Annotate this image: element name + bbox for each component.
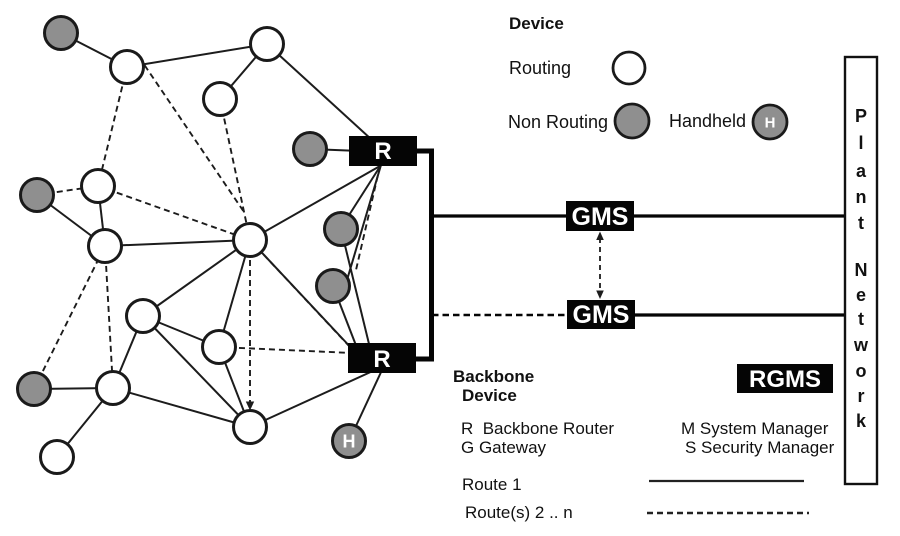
svg-text:Routing: Routing xyxy=(509,58,571,78)
svg-text:M System Manager: M System Manager xyxy=(681,419,829,438)
svg-text:R: R xyxy=(374,138,391,165)
svg-text:Handheld: Handheld xyxy=(669,111,746,131)
svg-text:Route 1: Route 1 xyxy=(462,475,522,494)
svg-text:R: R xyxy=(373,346,390,373)
svg-text:w: w xyxy=(853,335,869,355)
svg-text:n: n xyxy=(856,187,867,207)
svg-text:Backbone: Backbone xyxy=(453,367,534,386)
svg-text:Device: Device xyxy=(462,386,517,405)
svg-text:l: l xyxy=(858,133,863,153)
svg-text:P: P xyxy=(855,106,867,126)
svg-text:S Security Manager: S Security Manager xyxy=(685,438,835,457)
svg-text:Device: Device xyxy=(509,14,564,33)
svg-text:t: t xyxy=(858,309,864,329)
svg-text:RGMS: RGMS xyxy=(749,366,821,393)
svg-text:GMS: GMS xyxy=(573,301,630,329)
svg-text:Route(s) 2 .. n: Route(s) 2 .. n xyxy=(465,503,573,522)
svg-text:R Backbone Router: R Backbone Router xyxy=(461,419,614,438)
svg-text:GMS: GMS xyxy=(572,203,629,231)
svg-text:k: k xyxy=(856,411,867,431)
svg-text:r: r xyxy=(857,386,864,406)
svg-text:H: H xyxy=(343,432,356,452)
svg-text:Non Routing: Non Routing xyxy=(508,112,608,132)
svg-text:N: N xyxy=(855,260,868,280)
svg-text:o: o xyxy=(856,361,867,381)
svg-text:t: t xyxy=(858,213,864,233)
svg-text:G Gateway: G Gateway xyxy=(461,438,547,457)
svg-text:a: a xyxy=(856,161,867,181)
svg-text:H: H xyxy=(765,115,776,132)
svg-text:e: e xyxy=(856,285,866,305)
